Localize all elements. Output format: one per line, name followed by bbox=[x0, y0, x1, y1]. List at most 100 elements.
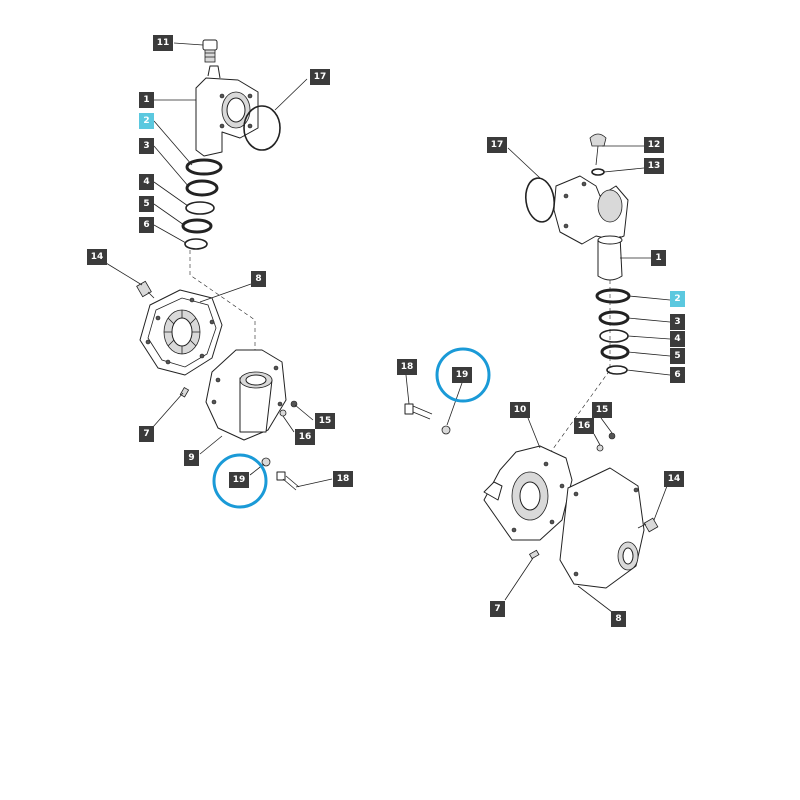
svg-text:13: 13 bbox=[648, 161, 661, 171]
svg-text:15: 15 bbox=[596, 405, 609, 415]
callout-2-right[interactable]: 2 bbox=[670, 291, 685, 307]
leader-5-right bbox=[627, 351, 671, 357]
part-7-pin-right-b bbox=[528, 549, 540, 560]
callout-7-left[interactable]: 7 bbox=[139, 426, 154, 442]
leader-13 bbox=[603, 167, 645, 173]
leader-11 bbox=[173, 42, 204, 46]
svg-text:19: 19 bbox=[233, 475, 246, 485]
svg-text:17: 17 bbox=[491, 140, 504, 150]
callout-12[interactable]: 12 bbox=[644, 137, 664, 153]
svg-text:19: 19 bbox=[456, 370, 469, 380]
part-17-oring-right bbox=[525, 177, 555, 223]
leader-15-right bbox=[600, 417, 613, 434]
part-14-bolt-left bbox=[136, 280, 155, 299]
callout-18-right[interactable]: 18 bbox=[397, 359, 417, 375]
callout-10[interactable]: 10 bbox=[510, 402, 530, 418]
svg-text:3: 3 bbox=[674, 317, 680, 327]
callout-7-right[interactable]: 7 bbox=[490, 601, 505, 617]
svg-text:7: 7 bbox=[494, 604, 500, 614]
part-2-seal bbox=[185, 158, 223, 176]
callout-17-right[interactable]: 17 bbox=[487, 137, 507, 153]
part-9-main-housing bbox=[205, 349, 287, 441]
svg-text:2: 2 bbox=[143, 116, 149, 126]
callout-4-right[interactable]: 4 bbox=[670, 331, 685, 347]
svg-text:4: 4 bbox=[143, 177, 149, 187]
svg-text:8: 8 bbox=[615, 614, 621, 624]
part-13-washer bbox=[591, 168, 605, 176]
part-12-plug bbox=[589, 133, 607, 166]
leader-3-right bbox=[627, 317, 671, 323]
part-15-nut-right bbox=[608, 432, 616, 440]
part-8-cover-right bbox=[559, 467, 645, 589]
callout-15-left[interactable]: 15 bbox=[315, 413, 335, 429]
callout-8-right[interactable]: 8 bbox=[611, 611, 626, 627]
svg-text:7: 7 bbox=[143, 429, 149, 439]
part-11-plug bbox=[202, 39, 218, 63]
left-axis-line bbox=[189, 250, 256, 360]
part-18-bolt-left bbox=[276, 471, 300, 491]
callout-18-left[interactable]: 18 bbox=[333, 471, 353, 487]
part-1-upper-housing bbox=[195, 65, 259, 157]
callout-2-left[interactable]: 2 bbox=[139, 113, 154, 129]
svg-text:18: 18 bbox=[401, 362, 414, 372]
leader-14-right bbox=[653, 485, 668, 521]
left-assembly bbox=[105, 39, 333, 509]
callout-15-right[interactable]: 15 bbox=[592, 402, 612, 418]
callout-17-left[interactable]: 17 bbox=[310, 69, 330, 85]
part-14-bolt-right bbox=[637, 517, 659, 533]
callout-19-left[interactable]: 19 bbox=[229, 472, 249, 488]
leader-10 bbox=[527, 417, 541, 449]
svg-text:9: 9 bbox=[188, 453, 194, 463]
callout-11[interactable]: 11 bbox=[153, 35, 173, 51]
callout-6-left[interactable]: 6 bbox=[139, 217, 154, 233]
callout-8-left[interactable]: 8 bbox=[251, 271, 266, 287]
callout-13[interactable]: 13 bbox=[644, 158, 664, 174]
svg-text:4: 4 bbox=[674, 334, 680, 344]
leader-17-right bbox=[507, 147, 541, 179]
svg-text:16: 16 bbox=[299, 432, 312, 442]
callout-6-right[interactable]: 6 bbox=[670, 367, 685, 383]
part-19-washer-right bbox=[441, 425, 451, 435]
leader-9 bbox=[199, 435, 223, 455]
callout-9[interactable]: 9 bbox=[184, 450, 199, 466]
callout-4-left[interactable]: 4 bbox=[139, 174, 154, 190]
part-6-ring-right bbox=[606, 365, 628, 375]
callout-14-left[interactable]: 14 bbox=[87, 249, 107, 265]
part-16-washer-left bbox=[279, 409, 287, 417]
part-5-bearing bbox=[181, 218, 213, 234]
part-5-bearing-right bbox=[600, 344, 630, 360]
svg-text:17: 17 bbox=[314, 72, 327, 82]
leader-6-left bbox=[153, 224, 187, 244]
leader-15-left bbox=[294, 404, 314, 421]
part-2-seal-right bbox=[595, 288, 631, 304]
callout-1-left[interactable]: 1 bbox=[139, 92, 154, 108]
svg-text:18: 18 bbox=[337, 474, 350, 484]
callout-1-right[interactable]: 1 bbox=[651, 250, 666, 266]
part-4-circlip bbox=[185, 201, 215, 215]
svg-text:5: 5 bbox=[674, 351, 680, 361]
leader-7-right bbox=[504, 557, 534, 601]
callout-16-right[interactable]: 16 bbox=[574, 418, 594, 434]
svg-text:14: 14 bbox=[91, 252, 104, 262]
callout-16-left[interactable]: 16 bbox=[295, 429, 315, 445]
callout-5-right[interactable]: 5 bbox=[670, 348, 685, 364]
callout-19-right[interactable]: 19 bbox=[452, 367, 472, 383]
svg-text:6: 6 bbox=[674, 370, 680, 380]
leader-18-right bbox=[405, 374, 410, 405]
leader-5-left bbox=[153, 203, 185, 226]
leader-7-left bbox=[152, 392, 184, 428]
part-17-oring bbox=[243, 105, 281, 151]
callout-14-right[interactable]: 14 bbox=[664, 471, 684, 487]
callout-5-left[interactable]: 5 bbox=[139, 196, 154, 212]
leader-14-left bbox=[105, 262, 143, 286]
leader-16-right bbox=[593, 433, 601, 446]
svg-text:3: 3 bbox=[143, 141, 149, 151]
callout-3-left[interactable]: 3 bbox=[139, 138, 154, 154]
leader-19-right bbox=[446, 382, 463, 426]
svg-text:1: 1 bbox=[655, 253, 661, 263]
callout-3-right[interactable]: 3 bbox=[670, 314, 685, 330]
part-18-bolt-right bbox=[404, 403, 433, 420]
highlight-circle-right bbox=[435, 347, 491, 403]
part-10-main-housing bbox=[483, 445, 573, 541]
